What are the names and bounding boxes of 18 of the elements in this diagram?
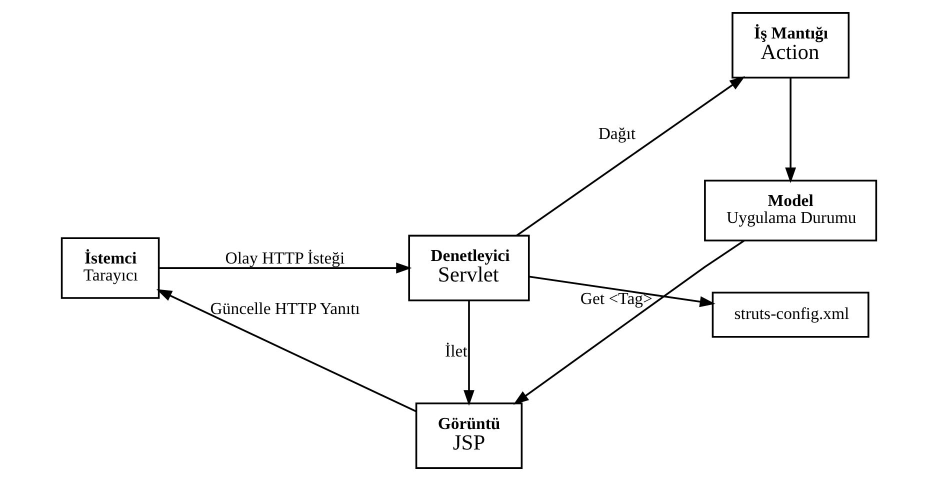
node-box: Model Uygulama Durumu — [704, 180, 877, 242]
arrow — [463, 300, 474, 406]
edge-label: Get <Tag> — [580, 289, 652, 308]
edge-label: Dağıt — [598, 124, 636, 143]
arrow — [528, 276, 715, 308]
edge-label: İlet — [444, 341, 467, 360]
node-box: struts-config.xml — [711, 292, 869, 338]
arrow — [156, 289, 416, 412]
node-box: İş Mantığı Action — [731, 12, 850, 79]
arrow — [784, 78, 796, 184]
node-box: Denetleyici Servlet — [408, 234, 530, 302]
node-box: Görüntü JSP — [414, 402, 522, 469]
node-box: İstemci Tarayıcı — [60, 237, 160, 299]
arrow — [516, 76, 745, 236]
edge-label: Güncelle HTTP Yanıtı — [210, 298, 360, 318]
arrow — [512, 240, 744, 405]
edge-label: Olay HTTP İsteği — [224, 248, 344, 268]
arrow — [158, 262, 412, 274]
